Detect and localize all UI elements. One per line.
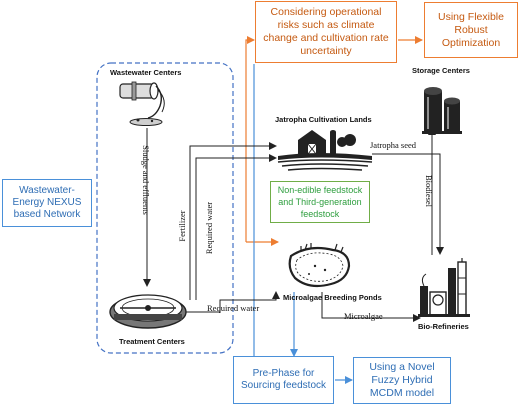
robust-optimization-box: Using Flexible Robust Optimization bbox=[424, 2, 518, 58]
nexus-network-box: Wastewater-Energy NEXUS based Network bbox=[2, 179, 92, 227]
wastewater-group-frame bbox=[96, 62, 234, 354]
biodiesel-edge-label: Biodiesel bbox=[424, 174, 434, 208]
robust-optimization-text: Using Flexible Robust Optimization bbox=[438, 10, 504, 49]
pre-phase-box: Pre-Phase for Sourcing feedstock bbox=[233, 356, 334, 404]
feedstock-type-box: Non-edible feedstock and Third-generatio… bbox=[270, 181, 370, 223]
flow-arrows bbox=[143, 127, 444, 322]
mcdm-model-box: Using a Novel Fuzzy Hybrid MCDM model bbox=[353, 357, 451, 404]
bio-refineries-label: Bio-Refineries bbox=[418, 322, 469, 331]
required-water-horizontal-label: Required water bbox=[207, 303, 260, 313]
fertilizer-edge-label: Fertilizer bbox=[177, 210, 187, 242]
treatment-centers-label: Treatment Centers bbox=[119, 337, 185, 346]
treatment-tank-icon bbox=[109, 294, 187, 329]
pond-icon bbox=[288, 243, 351, 288]
jatropha-lands-label: Jatropha Cultivation Lands bbox=[275, 115, 372, 124]
storage-tank-icon bbox=[422, 87, 462, 134]
pre-phase-text: Pre-Phase for Sourcing feedstock bbox=[240, 368, 327, 391]
microalgae-edge-label: Microalgae bbox=[344, 311, 383, 321]
jatropha-seed-label: Jatropha seed bbox=[370, 140, 417, 150]
farm-icon bbox=[277, 130, 373, 171]
orange-connectors bbox=[245, 36, 423, 246]
operational-risks-text: Considering operational risks such as cl… bbox=[263, 6, 389, 57]
mcdm-model-text: Using a Novel Fuzzy Hybrid MCDM model bbox=[369, 361, 435, 399]
nexus-network-text: Wastewater-Energy NEXUS based Network bbox=[12, 185, 82, 220]
refinery-icon bbox=[418, 258, 470, 317]
sludge-edge-label: Sludge and effluents bbox=[141, 145, 151, 215]
feedstock-type-text: Non-edible feedstock and Third-generatio… bbox=[277, 185, 363, 219]
storage-centers-label: Storage Centers bbox=[412, 66, 470, 75]
required-water-vertical-label: Required water bbox=[204, 201, 214, 255]
wastewater-centers-label: Wastewater Centers bbox=[110, 68, 182, 77]
wastewater-pipe-icon bbox=[119, 81, 165, 126]
operational-risks-box: Considering operational risks such as cl… bbox=[255, 1, 397, 63]
microalgae-ponds-label: Microalgae Breeding Ponds bbox=[283, 293, 382, 302]
